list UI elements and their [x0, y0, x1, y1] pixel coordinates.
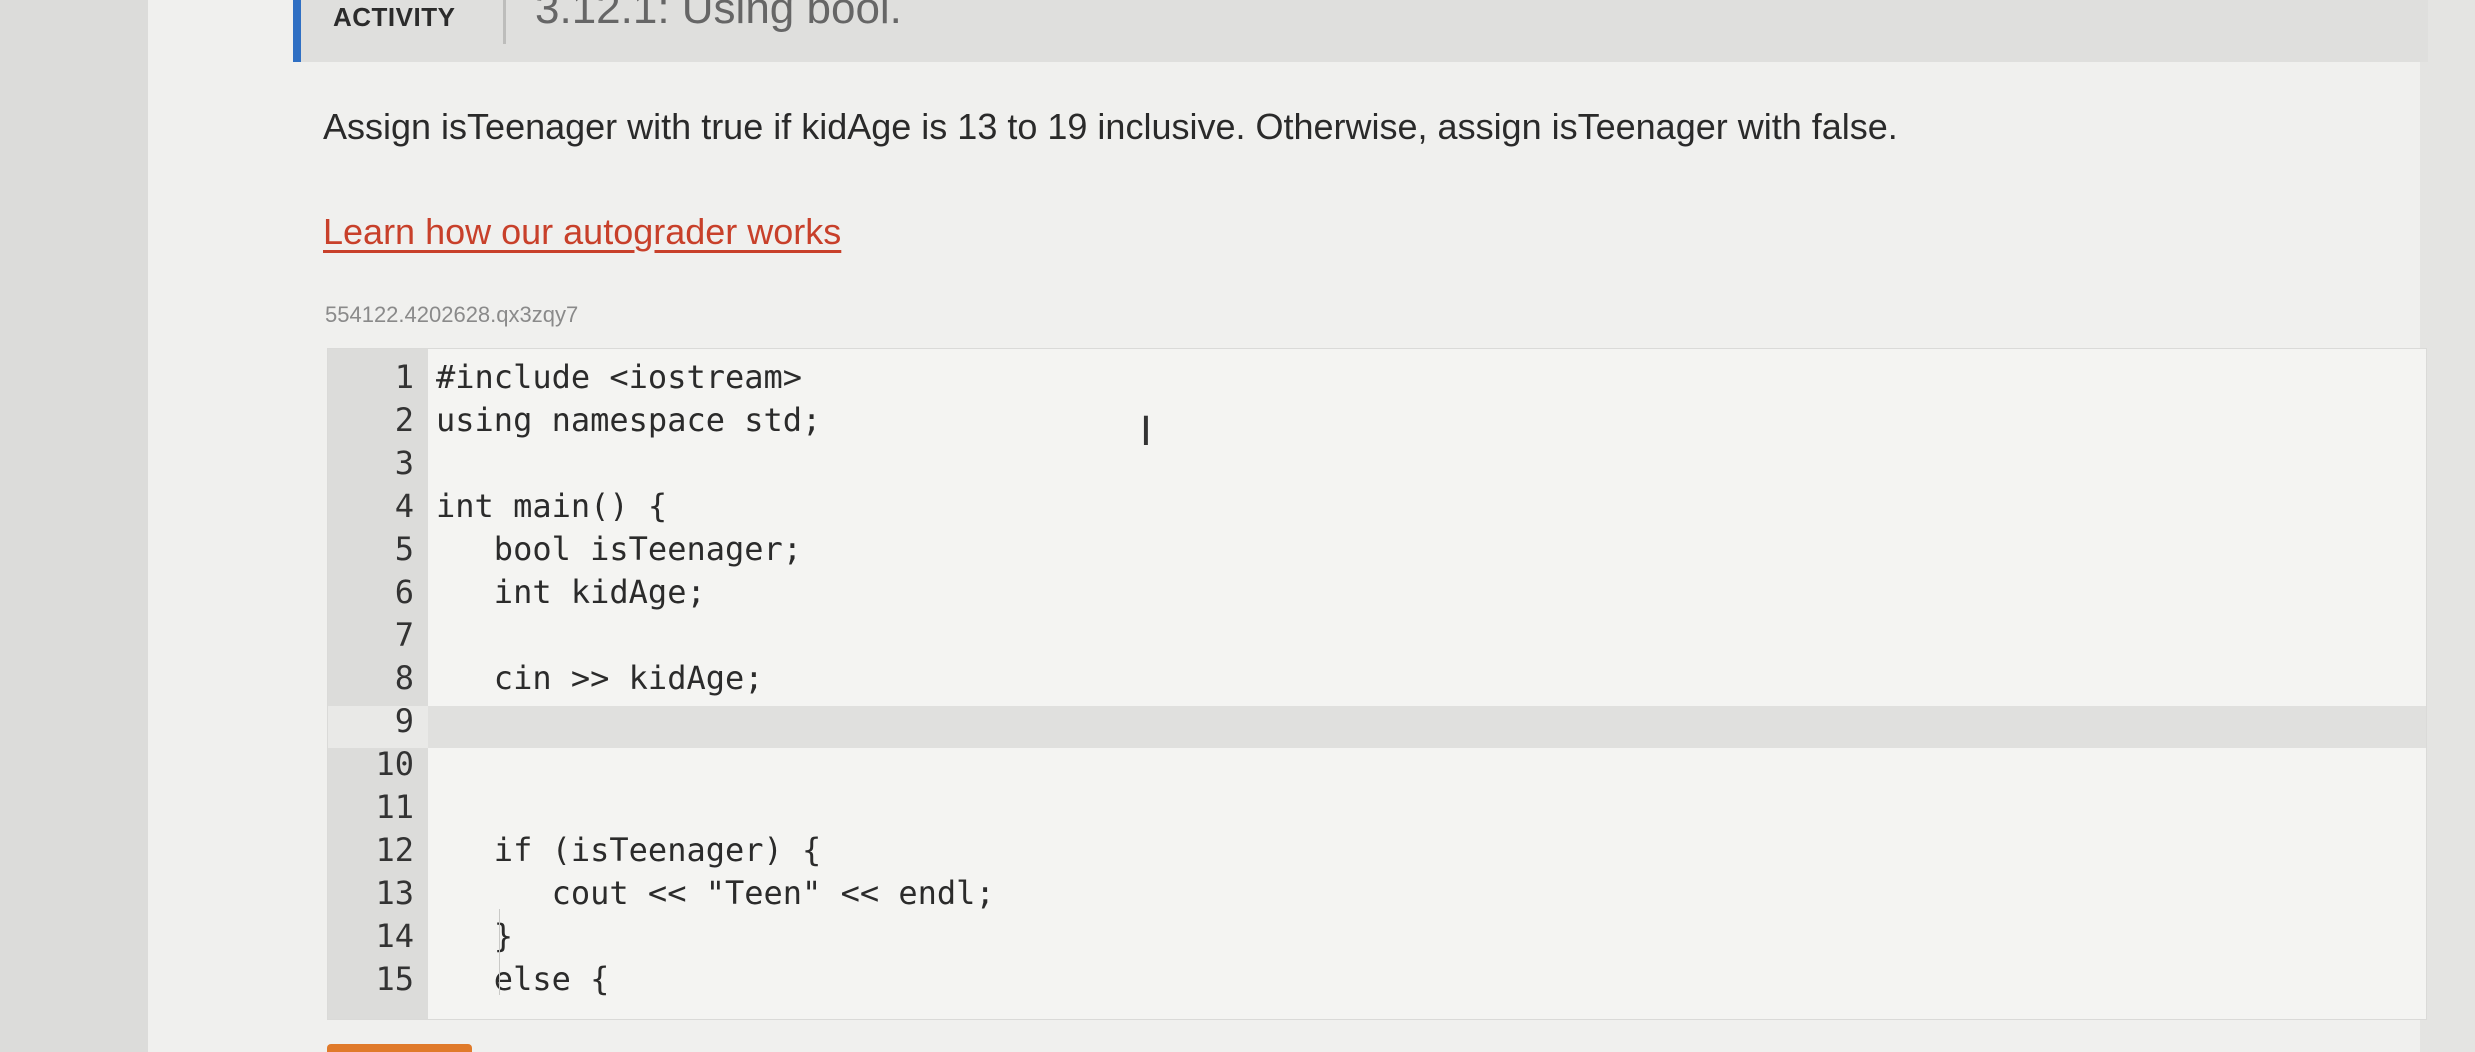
activity-header: [293, 0, 2428, 62]
code-text[interactable]: else {: [436, 959, 610, 998]
code-line[interactable]: 2 using namespace std;: [328, 398, 995, 441]
header-accent-bar: [293, 0, 301, 62]
line-number: 8: [394, 658, 414, 697]
code-line[interactable]: 5 bool isTeenager;: [328, 527, 995, 570]
line-number: 4: [394, 486, 414, 525]
code-line[interactable]: 7: [328, 613, 995, 656]
code-text[interactable]: }: [436, 916, 514, 955]
code-text[interactable]: bool isTeenager;: [436, 529, 803, 568]
header-divider: [503, 0, 506, 44]
line-number-gutter: [328, 349, 428, 1019]
line-number: 5: [394, 529, 414, 568]
code-line[interactable]: 11: [328, 785, 995, 828]
line-number: 11: [375, 787, 414, 826]
code-text[interactable]: cout << "Teen" << endl;: [436, 873, 995, 912]
code-text[interactable]: using namespace std;: [436, 400, 822, 439]
code-text[interactable]: int kidAge;: [436, 572, 706, 611]
line-number: 1: [394, 357, 414, 396]
line-number: 14: [375, 916, 414, 955]
code-editor[interactable]: 1 #include <iostream> 2 using namespace st…: [327, 348, 2427, 1020]
run-button[interactable]: [327, 1044, 472, 1052]
code-line[interactable]: 12 if (isTeenager) {: [328, 828, 995, 871]
section-title: 3.12.1: Using bool.: [535, 0, 902, 33]
text-cursor-icon: I: [1140, 409, 1152, 455]
code-text[interactable]: #include <iostream>: [436, 357, 803, 396]
code-text[interactable]: if (isTeenager) {: [436, 830, 822, 869]
activity-label: ACTIVITY: [333, 2, 456, 32]
code-line[interactable]: 10: [328, 742, 995, 785]
code-text[interactable]: cin >> kidAge;: [436, 658, 764, 697]
autograder-help-link[interactable]: Learn how our autograder works: [323, 211, 842, 252]
right-margin: [2420, 0, 2475, 1052]
line-number: 6: [394, 572, 414, 611]
code-line[interactable]: 4 int main() {: [328, 484, 995, 527]
code-line[interactable]: 6 int kidAge;: [328, 570, 995, 613]
code-line[interactable]: 8 cin >> kidAge;: [328, 656, 995, 699]
line-number: 9: [394, 701, 414, 740]
line-number: 15: [375, 959, 414, 998]
line-number: 2: [394, 400, 414, 439]
code-line[interactable]: 13 cout << "Teen" << endl;: [328, 871, 995, 914]
code-line-active[interactable]: 9: [328, 699, 995, 742]
code-id: 554122.4202628.qx3zqy7: [325, 302, 579, 327]
code-lines[interactable]: 1 #include <iostream> 2 using namespace st…: [328, 355, 995, 1000]
code-line[interactable]: 14 }: [328, 914, 995, 957]
active-line-gutter: [328, 706, 428, 748]
code-text[interactable]: int main() {: [436, 486, 668, 525]
line-number: 13: [375, 873, 414, 912]
line-number: 10: [375, 744, 414, 783]
code-line[interactable]: 3: [328, 441, 995, 484]
active-line-highlight: [328, 706, 2426, 748]
line-number: 12: [375, 830, 414, 869]
code-line[interactable]: 1 #include <iostream>: [328, 355, 995, 398]
line-number: 3: [394, 443, 414, 482]
indent-guide: [499, 909, 500, 995]
prompt-text: Assign isTeenager with true if kidAge is…: [323, 106, 1898, 147]
code-line[interactable]: 15 else {: [328, 957, 995, 1000]
line-number: 7: [394, 615, 414, 654]
left-margin: [0, 0, 148, 1052]
